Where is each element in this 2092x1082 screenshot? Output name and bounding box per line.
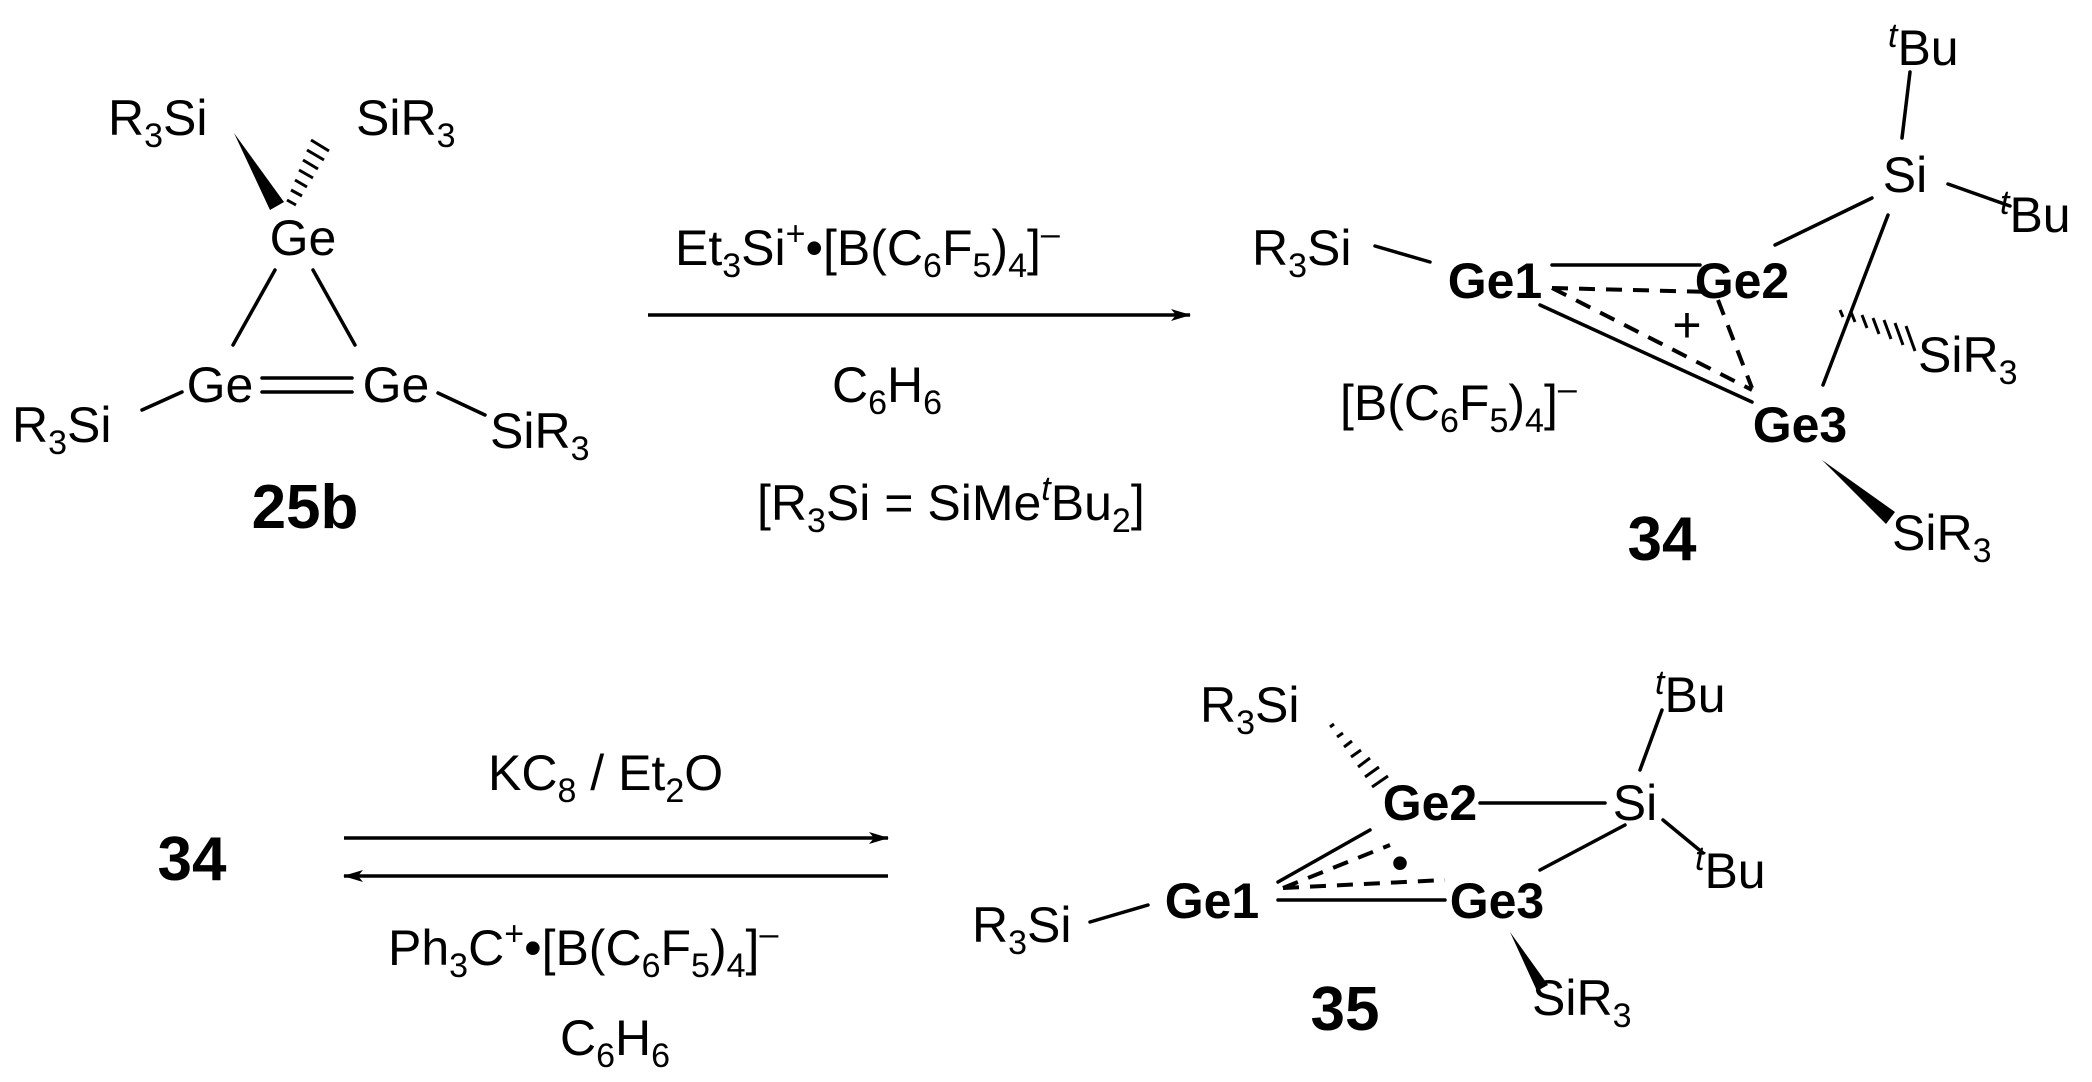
- atom-si: Si: [1883, 147, 1927, 203]
- substituent-tbu: tBu: [1695, 840, 1766, 899]
- atom-ge2: Ge2: [1695, 253, 1790, 309]
- substituent-r3si: R3Si: [972, 897, 1072, 962]
- counterion: [B(C6F5)4]–: [1340, 370, 1577, 440]
- bond-si-ge1: [1373, 244, 1432, 264]
- atom-si: Si: [1613, 775, 1657, 831]
- substituent-sir3: SiR3: [1532, 970, 1632, 1035]
- r3si-definition-note: [R3Si = SiMetBu2]: [757, 470, 1145, 540]
- reaction-arrow-2: KC8 / Et2O Ph3C+•[B(C6F5)4]– C6H6: [343, 745, 889, 1075]
- hashed-bond: [1329, 722, 1389, 789]
- substituent-r3si: R3Si: [1200, 677, 1300, 742]
- compound-label-34-start: 34: [158, 825, 227, 894]
- bond-si-ge: [140, 390, 184, 412]
- reagent-label: Et3Si+•[B(C6F5)4]–: [675, 215, 1060, 285]
- compound-label-25b: 25b: [252, 473, 359, 542]
- substituent-sir3: SiR3: [356, 90, 456, 155]
- wedge-bond: [1822, 460, 1895, 524]
- substituent-tbu: tBu: [1655, 664, 1726, 723]
- bond-ge1-ge2: [1276, 828, 1372, 884]
- bond-si-tbu: [1661, 818, 1705, 855]
- compound-label-34: 34: [1628, 505, 1697, 574]
- solvent-label: C6H6: [560, 1010, 670, 1075]
- compound-label-35: 35: [1311, 975, 1380, 1044]
- substituent-sir3: SiR3: [1892, 505, 1992, 570]
- substituent-sir3: SiR3: [490, 403, 590, 468]
- reaction-arrow-1: Et3Si+•[B(C6F5)4]– C6H6 [R3Si = SiMetBu2…: [648, 215, 1191, 540]
- atom-ge-left: Ge: [187, 357, 254, 413]
- substituent-tbu: tBu: [2000, 184, 2071, 243]
- reduction-reagent-label: KC8 / Et2O: [488, 745, 723, 810]
- substituent-r3si: R3Si: [12, 397, 112, 462]
- dashed-bond-ge1-ge2: [1551, 286, 1713, 294]
- dashed-bond-ge1-ge3: [1551, 286, 1753, 392]
- bond-si-ge1: [1088, 903, 1150, 924]
- bond-si-tbu: [1638, 708, 1664, 772]
- bond-ge-si: [436, 391, 487, 417]
- wedge-bond: [1510, 932, 1548, 991]
- compound-34: Ge1 Ge2 Ge3 Si + tBu tBu R3Si SiR3 SiR3 …: [1252, 17, 2071, 574]
- atom-ge-right: Ge: [363, 357, 430, 413]
- substituent-r3si: R3Si: [1252, 220, 1352, 285]
- dashed-bond-ge1-ge2: [1282, 843, 1391, 890]
- compound-35: Ge2 Ge1 Ge3 Si • R3Si R3Si SiR3 tBu tBu …: [972, 664, 1766, 1044]
- bond-ge-ge: [231, 268, 277, 347]
- bond-si-ge3: [1821, 213, 1890, 387]
- dashed-bond-ge2-ge3: [1716, 299, 1754, 389]
- oxidation-reagent-label: Ph3C+•[B(C6F5)4]–: [388, 915, 778, 985]
- bond-ge2-si: [1773, 196, 1874, 247]
- bond-si-ge3: [1538, 823, 1627, 872]
- bond-si-tbu: [1946, 182, 2012, 208]
- atom-ge-top: Ge: [270, 210, 337, 266]
- atom-ge3: Ge3: [1450, 873, 1545, 929]
- substituent-tbu: tBu: [1888, 17, 1959, 76]
- bond-ge-ge: [311, 268, 357, 347]
- compound-25b: Ge Ge Ge R3Si SiR3 R3Si SiR3 25b: [12, 90, 590, 542]
- bond-ge1-ge3: [1538, 303, 1754, 404]
- hashed-bond: [286, 138, 330, 207]
- wedge-bond: [234, 133, 284, 210]
- atom-ge1: Ge1: [1448, 253, 1543, 309]
- dashed-bond-ge1-ge3: [1282, 878, 1446, 890]
- substituent-r3si: R3Si: [108, 90, 208, 155]
- hashed-bond: [1838, 309, 1917, 352]
- atom-ge3: Ge3: [1753, 397, 1848, 453]
- solvent-label: C6H6: [832, 357, 942, 422]
- atom-ge1: Ge1: [1165, 873, 1260, 929]
- bond-si-tbu: [1900, 70, 1912, 140]
- positive-charge: +: [1672, 297, 1701, 353]
- atom-ge2: Ge2: [1383, 775, 1478, 831]
- substituent-sir3: SiR3: [1918, 327, 2018, 392]
- radical-dot: •: [1391, 835, 1409, 891]
